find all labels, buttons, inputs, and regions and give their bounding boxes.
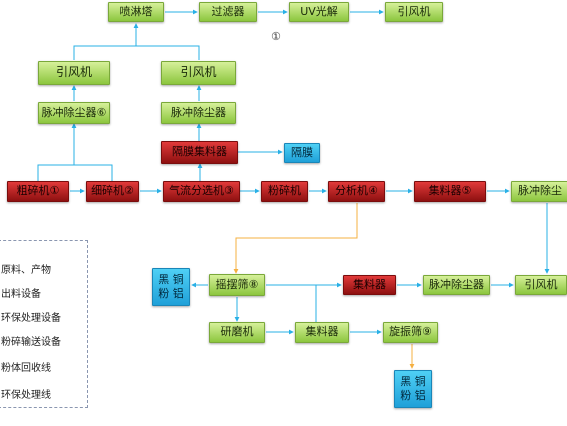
fan-top-node: 引风机 [385, 2, 443, 22]
legend-item-raw-product: 原料、产物 [1, 265, 51, 276]
pulse-dust-collector-center-node: 脉冲除尘器 [161, 102, 236, 124]
uv-photolysis-node: UV光解 [289, 2, 349, 22]
fine-crusher-node: 细碎机② [86, 181, 139, 202]
black-copper-powder-aluminum-1-node: 黑 铜 粉 铝 [152, 268, 190, 306]
pulse-dust-collector-2-node: 脉冲除尘器 [423, 275, 490, 295]
rocking-screen-node: 摇摆筛⑧ [209, 274, 265, 296]
legend: 原料、产物 出料设备 环保处理设备 粉碎输送设备 粉体回收线 环保处理线 [0, 240, 88, 408]
collector-2-node: 集料器 [343, 275, 396, 295]
pulse-dust-collector-left-node: 脉冲除尘器⑥ [38, 102, 110, 124]
fan-right-node: 引风机 [515, 275, 567, 295]
marker-circled-one: ① [271, 30, 281, 43]
classifier-node: 分析机④ [328, 181, 385, 202]
legend-item-discharge-equipment: 出料设备 [1, 289, 41, 300]
raw-line-2: 粉 铝 [158, 287, 184, 300]
collector-3-node: 集料器 [295, 322, 349, 343]
legend-item-powder-recovery-line: 粉体回收线 [1, 363, 51, 374]
legend-item-environmental-equipment: 环保处理设备 [1, 313, 61, 324]
rotary-vibrating-screen-node: 旋振筛⑨ [383, 322, 438, 343]
pulverizer-node: 粉碎机 [261, 181, 308, 202]
fan-center-node: 引风机 [161, 61, 236, 85]
diaphragm-collector-node: 隔膜集料器 [161, 141, 238, 164]
spray-tower-node: 喷淋塔 [108, 2, 164, 22]
edge-fans-to-spray [73, 45, 200, 60]
grinder-node: 研磨机 [209, 322, 265, 343]
airflow-classifier-node: 气流分选机③ [163, 181, 240, 202]
black-copper-powder-aluminum-2-node: 黑 铜 粉 铝 [394, 370, 432, 408]
raw-line-1: 黑 铜 [158, 273, 184, 287]
diaphragm-node: 隔膜 [284, 143, 320, 163]
pulse-dust-collector-right-node: 脉冲除尘 [511, 181, 567, 202]
raw-line-2: 粉 铝 [400, 389, 426, 402]
legend-item-environmental-line: 环保处理线 [1, 390, 51, 401]
filter-node: 过滤器 [199, 2, 257, 22]
raw-line-1: 黑 铜 [400, 375, 426, 389]
edge-crushers-to-dc-left [37, 164, 113, 181]
coarse-crusher-node: 粗碎机① [7, 181, 69, 202]
collector-1-node: 集料器⑤ [414, 181, 486, 202]
edge-classifier-to-rocking [233, 203, 358, 274]
fan-left-node: 引风机 [38, 61, 110, 85]
legend-item-crushing-conveying: 粉碎输送设备 [1, 337, 61, 348]
